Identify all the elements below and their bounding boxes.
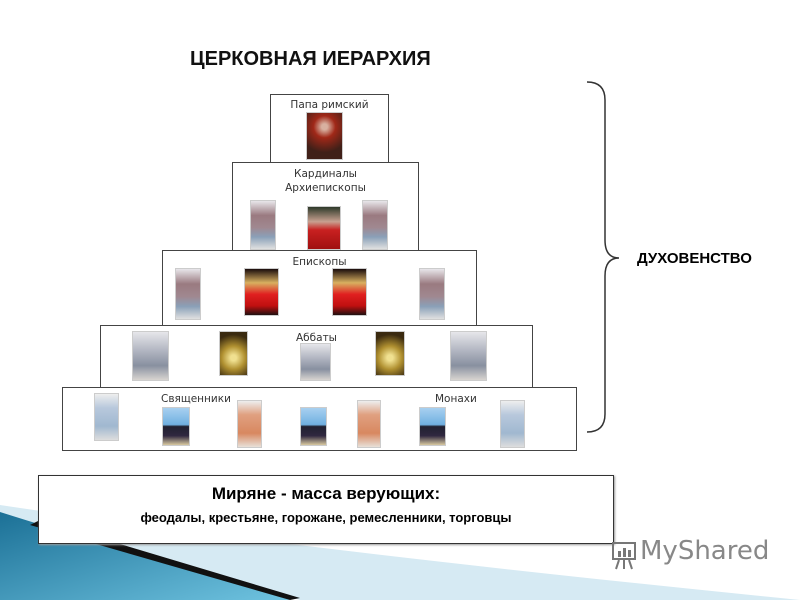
tier-label: Кардиналы	[294, 168, 357, 180]
watermark: MyShared	[640, 536, 770, 566]
priest-image	[500, 400, 525, 448]
tier-label: Священники	[161, 393, 231, 405]
clergy-label: ДУХОВЕНСТВО	[637, 250, 752, 267]
laity-list: феодалы, крестьяне, горожане, ремесленни…	[140, 510, 512, 525]
monk-image	[419, 407, 446, 446]
abbot-image	[219, 331, 248, 376]
tier-label: Аббаты	[296, 332, 337, 344]
page-title: ЦЕРКОВНАЯ ИЕРАРХИЯ	[190, 48, 431, 70]
right-brace-icon	[586, 81, 620, 433]
archbishop-image	[250, 200, 276, 250]
bishop-image	[244, 268, 279, 316]
laity-box: Миряне - масса верующих: феодалы, кресть…	[38, 475, 614, 544]
monk-image	[162, 407, 190, 446]
priest-image	[94, 393, 119, 441]
presentation-logo-icon	[610, 540, 638, 570]
pope-image	[306, 112, 343, 160]
monk-image	[237, 400, 262, 448]
bishop-image	[175, 268, 201, 320]
tier-label: Архиепископы	[285, 182, 366, 194]
tier-label: Папа римский	[290, 99, 369, 111]
abbot-image	[300, 343, 331, 381]
bishop-image	[332, 268, 367, 316]
abbot-image	[450, 331, 487, 381]
abbot-image	[132, 331, 169, 381]
monk-image	[300, 407, 327, 446]
bishop-image	[419, 268, 445, 320]
abbot-image	[375, 331, 405, 376]
monk-image	[357, 400, 381, 448]
cardinal-image	[307, 206, 341, 250]
tier-label: Монахи	[435, 393, 477, 405]
archbishop-image	[362, 200, 388, 250]
tier-label: Епископы	[292, 256, 347, 268]
laity-heading: Миряне - масса верующих:	[211, 484, 441, 503]
